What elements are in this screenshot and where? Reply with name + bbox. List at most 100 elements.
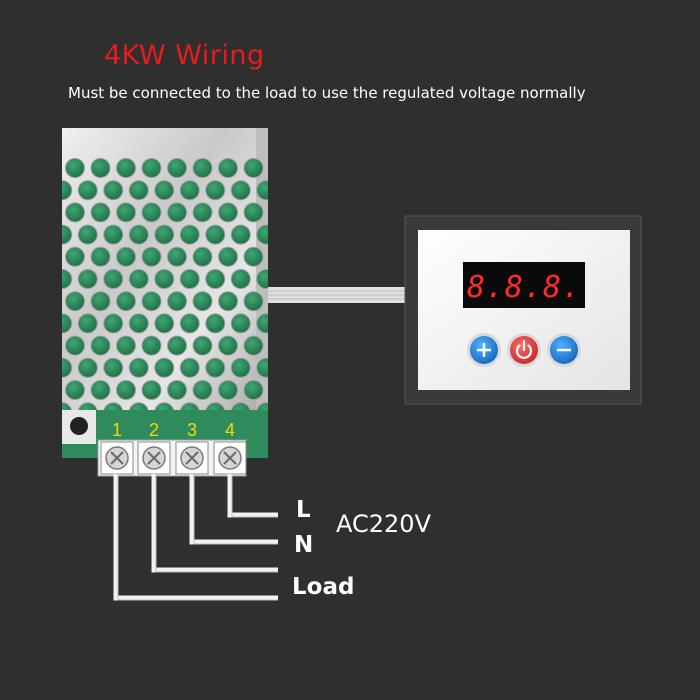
vent-hole <box>141 291 162 312</box>
vent-hole <box>116 202 136 223</box>
vent-hole <box>62 224 73 245</box>
vent-hole <box>77 269 98 289</box>
vent-hole <box>103 224 124 245</box>
vent-hole <box>218 380 238 400</box>
vent-hole <box>167 291 187 312</box>
vent-hole <box>128 357 149 378</box>
vent-hole <box>230 313 251 334</box>
wire-n-label: N <box>294 532 313 558</box>
vent-hole <box>192 380 213 400</box>
vent-hole <box>282 181 301 200</box>
vent-hole <box>65 380 85 400</box>
vent-hole <box>243 158 264 178</box>
pcb-component-hole <box>70 417 88 435</box>
vent-hole <box>192 158 213 178</box>
terminal-screw-4 <box>213 441 247 475</box>
vent-hole <box>154 224 175 245</box>
vent-hole <box>167 335 187 356</box>
control-panel: 8.8.8. <box>404 215 642 405</box>
wire-shading <box>117 474 278 601</box>
vent-hole <box>154 313 175 334</box>
diagram-subtitle: Must be connected to the load to use the… <box>68 84 586 102</box>
vent-hole <box>90 202 111 223</box>
vent-hole <box>62 357 73 378</box>
diagram-title: 4KW Wiring <box>104 40 265 71</box>
vent-hole <box>192 291 213 312</box>
vent-hole <box>116 291 136 312</box>
vent-hole <box>179 402 200 410</box>
vent-hole <box>65 246 85 267</box>
terminal-screw-2 <box>137 441 171 475</box>
power-icon <box>515 339 533 359</box>
vent-hole <box>218 335 238 356</box>
terminal-screw-1 <box>100 441 134 475</box>
vent-hole <box>282 403 301 422</box>
vent-hole <box>282 358 301 377</box>
vent-hole <box>179 357 200 378</box>
vent-hole <box>179 269 200 289</box>
decrease-button[interactable] <box>547 333 581 367</box>
vent-hole <box>270 159 289 178</box>
vent-hole <box>270 203 289 222</box>
vent-hole <box>141 380 162 400</box>
vent-hole <box>192 202 213 223</box>
vent-hole <box>62 313 73 334</box>
vent-hole <box>218 291 238 312</box>
vent-hole <box>103 357 124 378</box>
vent-hole <box>103 269 124 289</box>
vent-hole <box>243 291 264 312</box>
increase-button[interactable] <box>467 333 501 367</box>
vent-hole <box>128 224 149 245</box>
vent-hole <box>62 269 73 289</box>
plus-icon <box>477 343 491 357</box>
vent-hole <box>103 180 124 201</box>
vent-hole <box>40 203 59 222</box>
vent-hole <box>90 291 111 312</box>
wire-load-return <box>113 474 278 601</box>
vent-hole <box>205 357 226 378</box>
vent-hole <box>230 224 251 245</box>
vent-hole <box>65 158 85 178</box>
vent-hole <box>192 246 213 267</box>
vent-hole <box>205 224 226 245</box>
vent-hole <box>65 335 85 356</box>
wire-n <box>189 474 278 545</box>
vent-hole <box>256 269 268 289</box>
vent-hole <box>103 313 124 334</box>
terminal-1-label: 1 <box>112 420 122 440</box>
vent-hole <box>90 158 111 178</box>
vent-hole <box>192 335 213 356</box>
vent-hole <box>141 158 162 178</box>
vent-hole <box>77 224 98 245</box>
vent-hole <box>128 313 149 334</box>
vent-hole <box>40 336 59 355</box>
vent-hole <box>230 180 251 201</box>
vent-hole <box>218 246 238 267</box>
vent-hole <box>230 357 251 378</box>
wire-l <box>227 474 278 518</box>
vent-hole <box>77 402 98 410</box>
vent-hole <box>40 381 59 400</box>
vent-hole <box>230 402 251 410</box>
regulator-case <box>40 128 301 422</box>
vent-hole <box>90 246 111 267</box>
vent-hole <box>40 247 59 266</box>
vent-hole <box>65 291 85 312</box>
vent-hole <box>141 335 162 356</box>
vent-hole <box>128 402 149 410</box>
vent-hole <box>256 313 268 334</box>
vent-hole <box>77 180 98 201</box>
vent-hole <box>167 380 187 400</box>
vent-hole <box>256 402 268 410</box>
vent-hole <box>282 270 301 289</box>
vent-hole <box>128 180 149 201</box>
vent-hole <box>243 246 264 267</box>
vent-hole <box>256 180 268 201</box>
vent-hole <box>243 380 264 400</box>
vent-hole <box>256 357 268 378</box>
vent-hole <box>141 202 162 223</box>
vent-hole <box>154 402 175 410</box>
vent-hole <box>179 224 200 245</box>
power-button[interactable] <box>507 333 541 367</box>
